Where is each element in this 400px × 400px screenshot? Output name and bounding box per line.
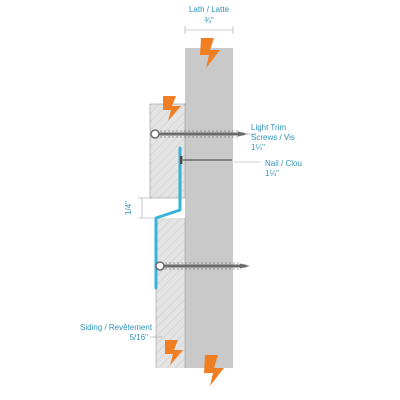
lightning-break-icon	[163, 96, 181, 121]
trim-profile	[154, 146, 182, 290]
nail-title-label: Nail / Clou	[265, 159, 302, 168]
lath-title-label: Lath / Latte	[189, 5, 230, 14]
gap-label: 1/4"	[124, 201, 133, 215]
lath-size-label: ¾"	[204, 16, 214, 25]
lath-board	[185, 48, 233, 368]
trim-screws-size-label: 1¼"	[251, 143, 265, 152]
screw-icon	[150, 129, 248, 139]
lightning-break-icon	[165, 340, 183, 365]
lightning-break-icon	[204, 355, 224, 386]
lower-siding-piece	[155, 218, 186, 368]
siding-title-label: Siding / Revêtement	[80, 323, 153, 332]
lightning-break-icon	[200, 38, 220, 68]
nail-size-label: 1¼"	[265, 169, 279, 178]
trim-screws-label-line2: Screws / Vis	[251, 133, 295, 142]
nail-icon	[180, 156, 232, 164]
gap-dimension	[138, 197, 156, 219]
screw-icon	[155, 261, 250, 271]
siding-size-label: 5/16"	[130, 333, 149, 342]
trim-screws-label-line1: Light Trim	[251, 123, 286, 132]
lath-dimension	[184, 26, 234, 34]
